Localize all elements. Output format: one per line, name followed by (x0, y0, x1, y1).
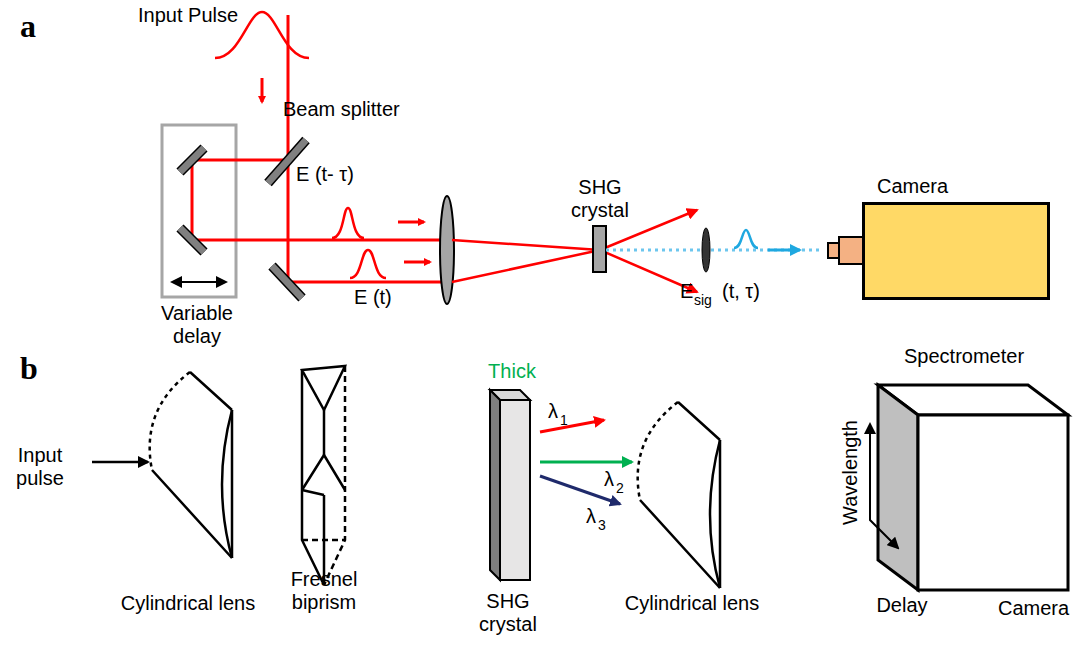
part-name: SHG crystal (468, 590, 548, 636)
signal-name: E (t- τ) (296, 163, 354, 186)
signal-subscript: sig (694, 292, 712, 308)
node-heading: Camera (877, 175, 948, 198)
part-name: Cylindrical lens (121, 592, 256, 615)
wavelength-symbol: λ (548, 400, 558, 423)
wavelength-symbol: λ (586, 505, 596, 528)
part-name: Beam splitter (283, 98, 400, 121)
panel-letter: b (20, 350, 38, 387)
part-name: SHG crystal (560, 176, 640, 222)
wavelength-index: 1 (560, 412, 568, 428)
part-name: Cylindrical lens (625, 592, 760, 615)
part-name: Variable delay (152, 302, 242, 348)
panel-letter: a (20, 8, 36, 45)
spectrometer-camera: SpectrometerCamera (878, 385, 1068, 590)
wavelength-index: 3 (598, 517, 606, 533)
axis-label: Delay (876, 594, 927, 617)
signal-name: (t, τ) (722, 280, 760, 303)
signal-name: E (t) (354, 286, 392, 309)
wavelength-index: 2 (616, 480, 624, 496)
part-name: Fresnel biprism (279, 568, 369, 614)
pulse-label: Input pulse (10, 444, 70, 490)
signal-name: E (680, 280, 693, 303)
axis-label: Wavelength (839, 420, 862, 525)
node-heading: Camera (998, 597, 1069, 620)
crystal-note: Thick (488, 360, 536, 383)
pulse-label: Input Pulse (138, 4, 238, 27)
camera-box: Camera (862, 202, 1050, 300)
node-heading: Spectrometer (904, 345, 1024, 368)
wavelength-symbol: λ (604, 468, 614, 491)
